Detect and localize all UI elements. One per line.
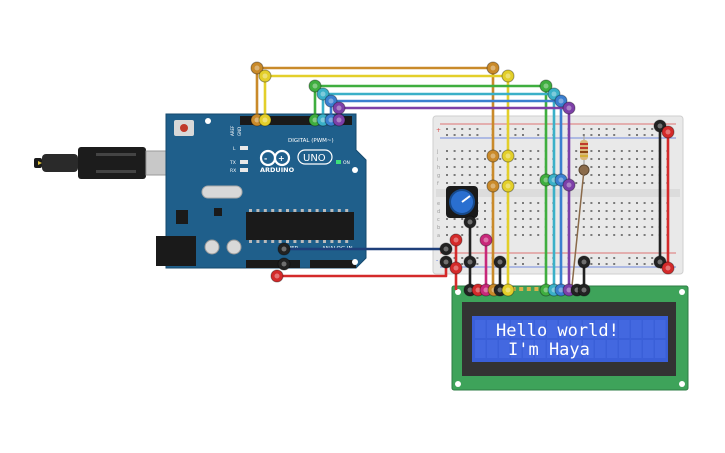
pin-red [449, 233, 463, 247]
pin-blue [324, 94, 338, 108]
lcd-character-cells [475, 320, 666, 358]
pin-orange [486, 149, 500, 163]
on-label: ON [343, 160, 350, 166]
pin-red [449, 261, 463, 275]
usb-cable [34, 147, 189, 179]
pin-orange [250, 61, 264, 75]
wires [250, 61, 675, 297]
row-letter: d [437, 209, 440, 215]
pin-black [439, 242, 453, 256]
pin-cyan [316, 87, 330, 101]
pin-blue [554, 94, 568, 108]
brand-label: ARDUINO [260, 166, 295, 174]
pin-black [463, 215, 477, 229]
pin-black [277, 242, 291, 256]
pin-orange [486, 61, 500, 75]
arduino-uno-board: DIGITAL (PWM~) AREF GND L TX RX - + ARDU… [156, 113, 367, 269]
pin-red [661, 125, 675, 139]
pin-black [463, 255, 477, 269]
pin-magenta [479, 233, 493, 247]
row-letter: g [437, 173, 440, 179]
row-letter: i [437, 157, 438, 163]
pin-yellow [501, 179, 515, 193]
arduino-logo: - + [259, 149, 291, 167]
pin-yellow [258, 113, 272, 127]
rail-minus-label: - [436, 257, 438, 264]
row-letter: f [437, 181, 439, 187]
rail-plus-label: + [436, 127, 441, 134]
pin-yellow [501, 69, 515, 83]
pin-red [661, 261, 675, 275]
pin-black [277, 257, 291, 271]
pin-purple [562, 101, 576, 115]
chip-pins [249, 209, 349, 243]
row-letters-left: j i h g f e d c b a [436, 149, 440, 239]
pin-black [577, 255, 591, 269]
reset-button [180, 124, 188, 132]
wire-orange [255, 66, 495, 290]
led-rx-label: RX [230, 168, 236, 174]
row-letter: b [437, 225, 440, 231]
model-label: UNO [303, 153, 326, 164]
pin-green [308, 79, 322, 93]
potentiometer [446, 186, 478, 218]
row-letter: a [437, 233, 440, 239]
lcd-line-1: Hello world! [496, 321, 619, 341]
pin-purple [332, 113, 346, 127]
row-letter: j [436, 149, 438, 155]
led-tx-label: TX [229, 160, 236, 166]
pin-black [439, 255, 453, 269]
row-letter: e [437, 201, 440, 207]
lcd-module: Hello world! I'm Haya [451, 285, 689, 391]
digital-header-label: DIGITAL (PWM~) [288, 138, 334, 144]
aref-label: AREF [230, 125, 235, 136]
row-letter: c [437, 217, 440, 223]
pin-yellow [501, 149, 515, 163]
pin-purple [562, 178, 576, 192]
pin-black [493, 255, 507, 269]
gnd-label: GND [237, 127, 242, 136]
resistor [571, 136, 590, 287]
lcd-line-2: I'm Haya [508, 340, 590, 360]
row-letter: h [437, 165, 440, 171]
pin-green [539, 79, 553, 93]
pin-orange [486, 179, 500, 193]
pin-yellow [258, 69, 272, 83]
svg-text:-: - [264, 154, 267, 163]
wire-yellow [263, 74, 510, 290]
svg-text:+: + [278, 154, 285, 163]
lcd-pin-cap [577, 283, 591, 297]
pin-red [270, 269, 284, 283]
led-l-label: L [233, 146, 236, 152]
lcd-pin-cap [501, 283, 515, 297]
